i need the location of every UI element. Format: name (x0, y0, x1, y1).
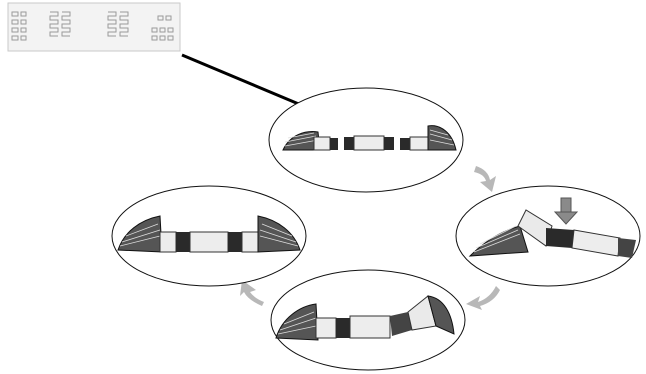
cycle-arrow-3 (240, 280, 264, 306)
stage-fully-joined (111, 185, 307, 287)
strip-piece-left (282, 131, 338, 151)
stage-partially-joined (270, 269, 466, 371)
strip-piece-middle (344, 135, 394, 151)
strip-piece-right (400, 125, 457, 151)
cycle-arrow-1 (474, 166, 496, 192)
meander-card (7, 2, 181, 52)
press-arrow (553, 197, 579, 225)
stage-separated-pieces (268, 87, 464, 193)
cycle-arrow-2 (466, 286, 500, 310)
stage-pressing-joint (455, 185, 641, 287)
